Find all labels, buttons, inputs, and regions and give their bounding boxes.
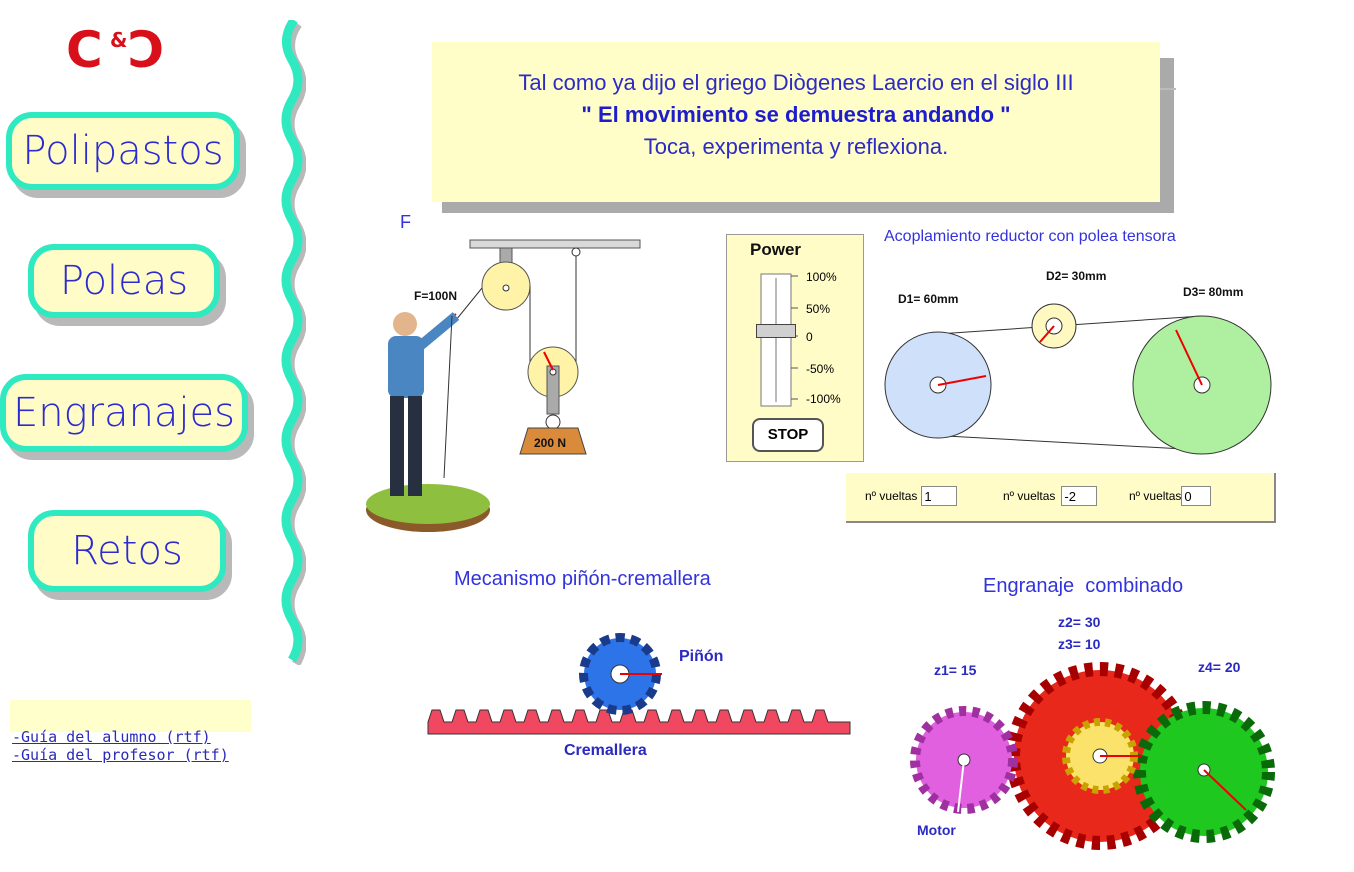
z2-label: z2= 30 [1058, 614, 1101, 630]
quote-line-1: Tal como ya dijo el griego Diògenes Laer… [518, 70, 1074, 95]
guides-highlight [10, 700, 251, 732]
power-slider-thumb[interactable] [756, 324, 796, 338]
vueltas-group-1: nº vueltas [865, 486, 958, 506]
motor-label: Motor [917, 822, 956, 838]
vueltas-label-1: nº vueltas [865, 489, 918, 503]
quote-line-3: Toca, experimenta y reflexiona. [643, 134, 949, 159]
pinon-title: Mecanismo piñón-cremallera [454, 568, 711, 590]
vueltas-input-1[interactable] [921, 486, 958, 506]
d1-label: D1= 60mm [898, 292, 959, 306]
vueltas-group-3: nº vueltas [1129, 486, 1212, 506]
power-slider-track [760, 273, 798, 407]
d3-label: D3= 80mm [1183, 285, 1244, 299]
z1-label: z1= 15 [934, 662, 977, 678]
nav-label-engranajes: Engranajes [0, 374, 248, 452]
polipasto-weight-label: 200 N [534, 436, 567, 450]
polipasto-scene[interactable] [360, 228, 650, 538]
power-tick-50: 50% [806, 302, 831, 316]
pinon-label: Piñón [679, 648, 724, 665]
sidebar-divider [281, 20, 306, 665]
d2-label: D2= 30mm [1046, 269, 1107, 283]
power-tick-minus50: -50% [806, 362, 835, 376]
vueltas-input-2[interactable] [1061, 486, 1098, 506]
nav-button-retos[interactable]: Retos [28, 510, 234, 600]
polipasto-force-label: F=100N [414, 289, 458, 303]
guide-profesor-link[interactable]: -Guía del profesor (rtf) [12, 746, 229, 764]
power-tick-minus100: -100% [806, 392, 841, 406]
acoplamiento-title: Acoplamiento reductor con polea tensora [884, 228, 1176, 245]
nav-label-polipastos: Polipastos [6, 112, 240, 190]
power-tick-0: 0 [806, 330, 813, 344]
z3-label: z3= 10 [1058, 636, 1101, 652]
nav-button-engranajes[interactable]: Engranajes [0, 374, 256, 460]
vueltas-input-3[interactable] [1181, 486, 1212, 506]
pinon-cremallera-diagram[interactable] [420, 626, 860, 741]
cremallera-label: Cremallera [564, 742, 647, 759]
acoplamiento-diagram[interactable] [880, 300, 1280, 460]
nav-button-poleas[interactable]: Poleas [28, 244, 228, 326]
guides-list: -Guía del alumno (rtf) -Guía del profeso… [12, 728, 229, 764]
nav-label-poleas: Poleas [28, 244, 220, 318]
combinado-title: Engranaje combinado [983, 575, 1184, 597]
vueltas-group-2: nº vueltas [1003, 486, 1098, 506]
logo-letter-left: C [66, 21, 103, 79]
nav-button-polipastos[interactable]: Polipastos [6, 112, 246, 198]
quote-box: Tal como ya dijo el griego Diògenes Laer… [432, 42, 1160, 202]
vueltas-label-2: nº vueltas [1003, 489, 1056, 503]
power-tick-100: 100% [806, 270, 837, 284]
vueltas-label-3: nº vueltas [1129, 489, 1182, 503]
logo-letter-right: Ɔ [128, 21, 165, 79]
guide-alumno-link[interactable]: -Guía del alumno (rtf) [12, 728, 211, 746]
z4-label: z4= 20 [1198, 659, 1241, 675]
logo-ampersand: & [110, 28, 128, 52]
power-title: Power [750, 240, 802, 259]
logo: C & Ɔ [66, 22, 186, 78]
nav-label-retos: Retos [28, 510, 226, 592]
stop-button[interactable]: STOP [752, 418, 824, 452]
combinado-diagram[interactable] [900, 660, 1290, 860]
quote-line-2: " El movimiento se demuestra andando " [581, 102, 1011, 127]
polipasto-title: F [400, 212, 411, 232]
